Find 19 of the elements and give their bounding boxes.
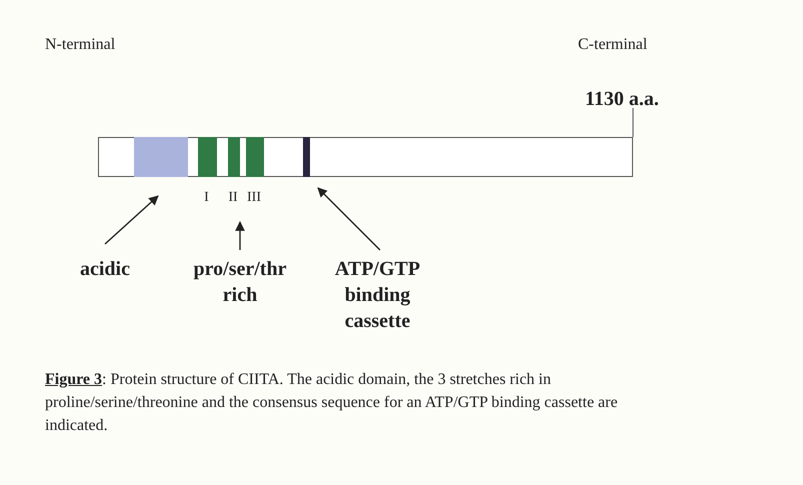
domain-box [246,137,264,177]
terminus-label: C-terminal [578,36,648,54]
roman-numeral: II [227,190,239,206]
roman-numeral: I [203,190,210,206]
motif-band [303,137,310,177]
arrow [235,221,245,250]
arrow [104,195,159,245]
domain-label: pro/ser/thr rich [175,256,305,308]
figure-caption: Figure 3: Protein structure of CIITA. The acidic domain, the 3 stretches rich in proline/serine/threonine and the consensus sequence for an ATP/GTP binding cassette are indicated. [45,370,619,436]
domain-box [198,137,217,177]
arrow [317,187,380,250]
domain-label: ATP/GTP binding cassette [315,256,440,334]
terminus-label: N-terminal [45,36,116,54]
protein-bar [98,137,633,177]
length-label: 1130 a.a. [585,88,659,111]
roman-numeral: III [246,190,262,206]
domain-box [134,137,188,177]
domain-label: acidic [50,256,160,282]
domain-box [228,137,240,177]
